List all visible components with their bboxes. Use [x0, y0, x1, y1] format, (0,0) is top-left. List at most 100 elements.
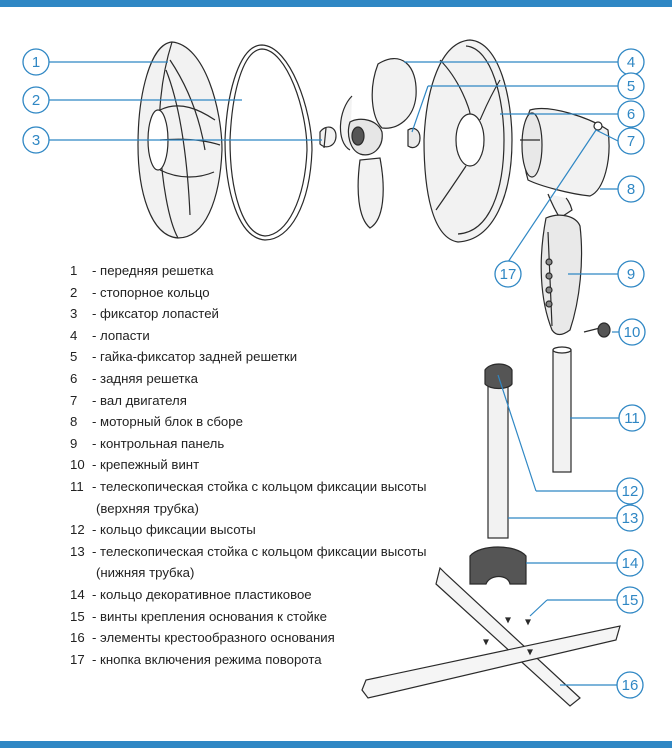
legend-item: 8 - моторный блок в сборе [70, 411, 470, 433]
callout-number: 2 [32, 92, 40, 109]
legend-text: - передняя решетка [92, 263, 214, 278]
callout-17: 17 [494, 260, 522, 288]
legend-item: 3 - фиксатор лопастей [70, 303, 470, 325]
legend-text: - фиксатор лопастей [92, 306, 219, 322]
callout-circle [616, 586, 644, 614]
legend-text: - винты крепления основания к стойке [92, 608, 328, 624]
callout-circle [616, 549, 644, 577]
rear-grille [423, 39, 513, 243]
legend-item: 10- крепежный винт [70, 454, 470, 476]
legend-text: - контрольная панель [92, 435, 225, 451]
legend-item: 11- телескопическая стойка с кольцом фик… [70, 476, 470, 498]
legend-number: 10 [70, 457, 85, 473]
callout-5: 5 [617, 72, 645, 100]
legend-text: - лопасти [92, 327, 150, 343]
legend-number: 8 [70, 414, 78, 430]
legend-number: 14 [70, 586, 85, 602]
legend-number: 4 [70, 327, 78, 343]
callout-number: 3 [32, 132, 40, 149]
legend-text: - вал двигателя [92, 392, 187, 408]
callout-number: 12 [622, 483, 639, 500]
legend-text: - кольцо фиксации высоты [92, 522, 256, 538]
callout-number: 15 [622, 592, 639, 609]
callout-number: 14 [622, 555, 639, 572]
legend-item: 14 - кольцо декоративное пластиковое [70, 584, 470, 606]
callout-9: 9 [617, 260, 645, 288]
legend-text: - гайка-фиксатор задней решетки [92, 349, 298, 365]
locking-ring [224, 44, 313, 241]
legend-item: 5- гайка-фиксатор задней решетки [70, 346, 470, 368]
callout-leaders [49, 61, 619, 686]
callout-14: 14 [616, 549, 644, 577]
callout-13: 13 [616, 504, 644, 532]
legend-item: 2 - стопорное кольцо [70, 282, 470, 304]
callout-circle [494, 260, 522, 288]
legend-number: 2 [70, 284, 78, 300]
callout-6: 6 [617, 100, 645, 128]
legend-text: (верхняя трубка) [96, 500, 199, 516]
legend-number: 13 [70, 543, 85, 559]
legend-text: - задняя решетка [92, 370, 198, 386]
legend-number: 15 [70, 608, 85, 624]
callout-number: 7 [627, 133, 635, 150]
callout-number: 1 [32, 54, 40, 71]
legend-item: 13 - телескопическая стойка с кольцом фик… [70, 541, 470, 563]
callout-15: 15 [616, 586, 644, 614]
callout-10: 10 [618, 318, 646, 346]
callout-circle [617, 127, 645, 155]
legend-item: 9 - контрольная панель [70, 433, 470, 455]
legend-item: 1- передняя решетка [70, 260, 470, 282]
legend-item: 7 - вал двигателя [70, 390, 470, 412]
decorative-ring [469, 546, 527, 585]
callout-circle [617, 175, 645, 203]
top-accent-band [0, 0, 672, 7]
upper-tube [552, 346, 572, 473]
callout-number: 9 [627, 266, 635, 283]
legend-item: 15 - винты крепления основания к стойке [70, 606, 470, 628]
callout-number: 17 [500, 266, 517, 283]
callout-11: 11 [618, 404, 646, 432]
callout-number: 4 [627, 54, 635, 71]
legend-item: 6- задняя решетка [70, 368, 470, 390]
blade-fixer [319, 126, 337, 149]
legend-text: - кольцо декоративное пластиковое [92, 586, 312, 602]
mounting-screw [583, 322, 611, 338]
callout-8: 8 [617, 175, 645, 203]
legend-text: - стопорное кольцо [92, 284, 210, 300]
callout-circle [616, 477, 644, 505]
callout-circle [617, 72, 645, 100]
legend-number: 16 [70, 630, 85, 646]
callout-circle [22, 126, 50, 154]
callout-12: 12 [616, 477, 644, 505]
legend-text: - моторный блок в сборе [92, 414, 243, 430]
callout-circle [22, 48, 50, 76]
legend-item: (верхняя трубка) [70, 498, 470, 520]
control-panel [540, 214, 583, 336]
callout-circle [616, 504, 644, 532]
motor-block [520, 108, 610, 219]
legend-text: - кнопка включения режима поворота [92, 651, 322, 667]
legend-number: 9 [70, 435, 78, 451]
callout-circle [618, 404, 646, 432]
callout-number: 16 [622, 677, 639, 694]
callout-number: 10 [624, 324, 641, 341]
legend-text: (нижняя трубка) [96, 565, 195, 581]
legend-number: 17 [70, 651, 85, 667]
callout-circle [22, 86, 50, 114]
callout-number: 11 [624, 410, 640, 427]
legend-number: 7 [70, 392, 78, 408]
cross-base [361, 566, 621, 707]
callout-circle [617, 260, 645, 288]
legend-item: 16- элементы крестообразного основания [70, 627, 470, 649]
legend-text: - телескопическая стойка с кольцом фикса… [92, 543, 427, 559]
legend-text: - телескопическая стойка с кольцом фикса… [92, 478, 427, 494]
bottom-accent-band [0, 741, 672, 748]
callout-number: 8 [627, 181, 635, 198]
legend-item: 17 - кнопка включения режима поворота [70, 649, 470, 671]
base-screws [483, 617, 533, 656]
legend-number: 3 [70, 306, 78, 322]
lower-tube [487, 379, 509, 539]
